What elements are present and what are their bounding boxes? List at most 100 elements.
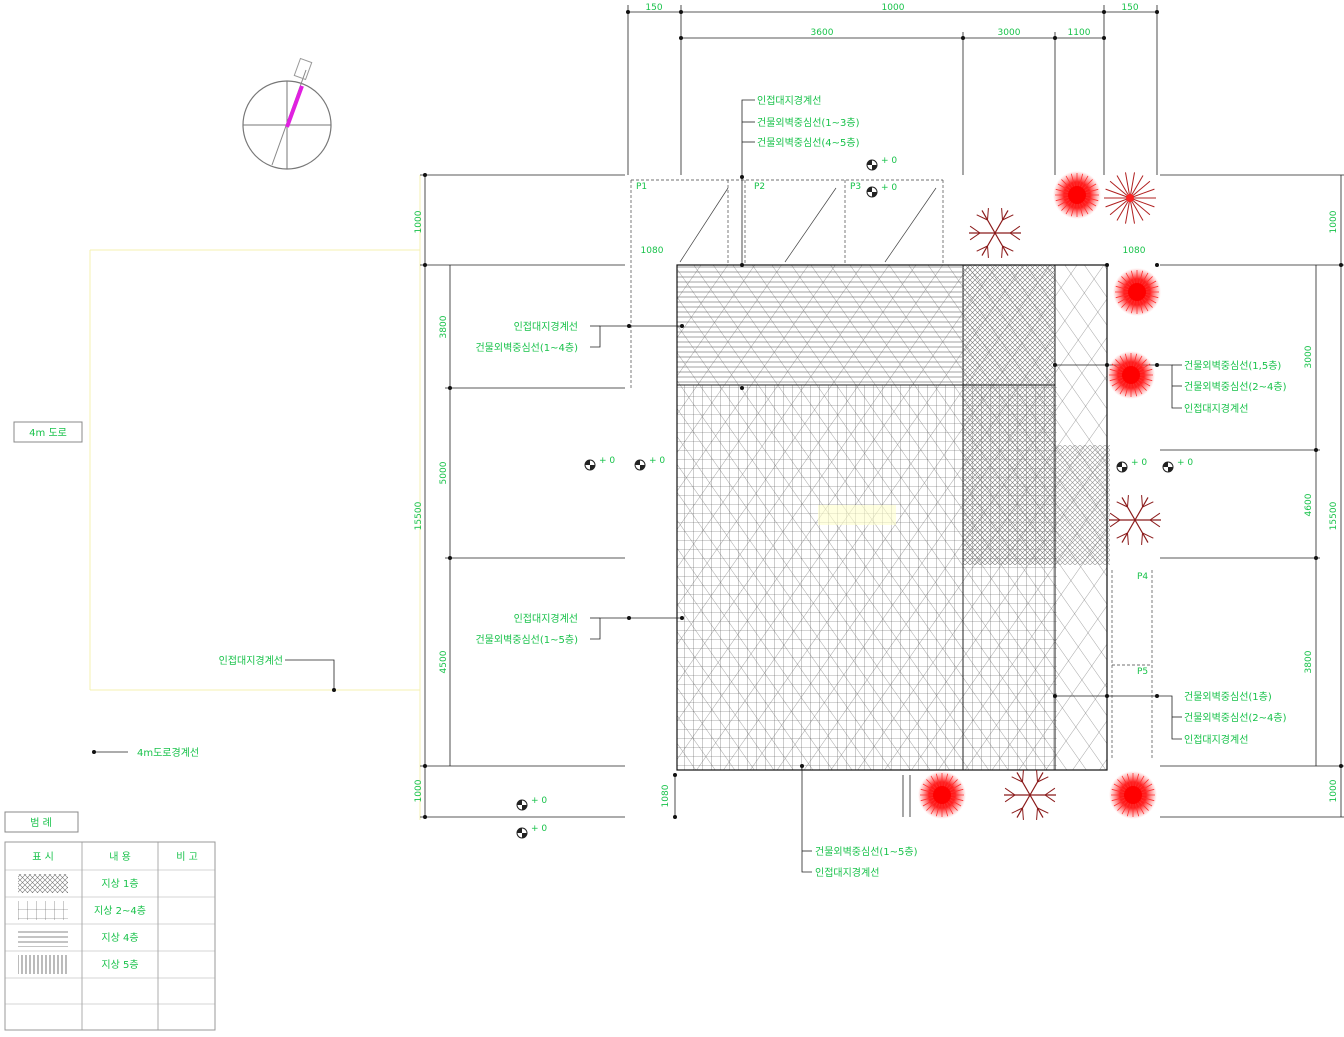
dim-top-mid: 1000 (882, 3, 905, 13)
setback-top-left: 1080 (641, 246, 664, 256)
level-marker-label: + 0 (599, 456, 615, 466)
legend-swatch-floor-1 (18, 874, 68, 893)
legend-swatch-floor-5 (18, 955, 68, 974)
legend-table (4, 841, 216, 1031)
level-marker-icon: + 0 (634, 456, 665, 471)
dim-sub-2: 3000 (998, 28, 1021, 38)
dim-left-3: 4500 (439, 650, 449, 673)
level-marker-label: + 0 (1131, 458, 1147, 468)
level-marker-icon: + 0 (1162, 458, 1193, 473)
callout-left-b-0: 인접대지경계선 (514, 612, 578, 625)
deciduous-tree-icon (1004, 770, 1056, 820)
legend: 범 례 표 시 내 용 비 고 지상 1층 지상 2~4층 지상 4층 지상 5… (4, 811, 216, 1031)
parking-area (630, 179, 1153, 760)
trees (918, 171, 1161, 820)
evergreen-tree-icon (1104, 172, 1156, 224)
parking-label-p5: P5 (1137, 667, 1148, 677)
callout-right-b-2: 인접대지경계선 (1184, 733, 1248, 746)
dim-left-1: 3800 (439, 315, 449, 338)
evergreen-tree-icon (918, 771, 966, 819)
callout-top-0: 인접대지경계선 (757, 94, 821, 107)
callout-right-a-0: 건물외벽중심선(1,5층) (1184, 360, 1281, 372)
evergreen-tree-icon (1107, 351, 1155, 399)
legend-title: 범 례 (30, 817, 52, 829)
callout-left-b-1: 건물외벽중심선(1~5층) (475, 634, 578, 646)
callout-labels: 인접대지경계선 건물외벽중심선(1~3층) 건물외벽중심선(4~5층) 인접대지… (137, 94, 1287, 879)
legend-header-mark: 표 시 (32, 851, 54, 863)
hatch-floor-4 (677, 265, 962, 385)
dim-right-1: 3000 (1304, 345, 1314, 368)
callout-right-a-1: 건물외벽중심선(2~4층) (1184, 381, 1287, 393)
dim-right-0: 1000 (1329, 210, 1339, 233)
road-label-box: 4m 도로 (13, 421, 83, 443)
legend-swatch-floor-2-4 (18, 901, 68, 920)
hatch-floor-1 (963, 265, 1055, 565)
dim-right-5: 1000 (1329, 779, 1339, 802)
level-markers: + 0 + 0 + 0 + 0 + 0 + 0 + 0 + 0 (516, 156, 1193, 839)
callout-left-a-0: 인접대지경계선 (514, 320, 578, 333)
level-marker-icon: + 0 (866, 183, 897, 198)
parking-labels: P1 P2 P3 P4 P5 (636, 182, 1148, 677)
evergreen-tree-icon (1053, 171, 1101, 219)
parking-label-p2: P2 (754, 182, 765, 192)
legend-header-content: 내 용 (109, 851, 131, 863)
callout-bottom-0: 건물외벽중심선(1~5층) (815, 846, 918, 858)
dim-left-5: 1000 (414, 779, 424, 802)
level-marker-icon: + 0 (1116, 458, 1147, 473)
level-marker-icon: + 0 (516, 796, 547, 811)
dim-left-4: 15500 (414, 501, 424, 530)
dimension-lines (420, 5, 1344, 818)
parking-label-p1: P1 (636, 182, 647, 192)
dim-right-3: 4600 (1304, 493, 1314, 516)
legend-row-content: 지상 4층 (101, 932, 138, 944)
level-marker-label: + 0 (881, 183, 897, 193)
legend-row-content: 지상 2~4층 (94, 905, 146, 917)
dim-right-4: 3800 (1304, 650, 1314, 673)
dim-sub-1: 3600 (811, 28, 834, 38)
parking-label-p3: P3 (850, 182, 861, 192)
parking-label-p4: P4 (1137, 572, 1148, 582)
dim-top-right: 150 (1121, 3, 1138, 13)
center-label-bg (818, 505, 896, 525)
evergreen-tree-icon (1109, 771, 1157, 819)
site-line-label-left: 인접대지경계선 (219, 654, 283, 667)
level-marker-label: + 0 (881, 156, 897, 166)
level-marker-icon: + 0 (866, 156, 897, 171)
faint-guide-lines (89, 175, 421, 820)
callout-left-a-1: 건물외벽중심선(1~4층) (475, 342, 578, 354)
dim-sub-3: 1100 (1068, 28, 1091, 38)
level-marker-icon: + 0 (516, 824, 547, 839)
building-footprint (676, 264, 1110, 771)
dim-right-2: 15500 (1329, 501, 1339, 530)
callout-right-b-0: 건물외벽중심선(1층) (1184, 691, 1272, 703)
callout-top-2: 건물외벽중심선(4~5층) (757, 137, 860, 149)
callout-right-a-2: 인접대지경계선 (1184, 402, 1248, 415)
legend-row-content: 지상 1층 (101, 878, 138, 890)
legend-swatch-floor-4 (18, 928, 68, 947)
deciduous-tree-icon (969, 208, 1021, 258)
north-arrow-icon (242, 57, 332, 170)
evergreen-tree-icon (1113, 268, 1161, 316)
dim-left-2: 5000 (439, 461, 449, 484)
callout-bottom-1: 인접대지경계선 (815, 866, 879, 879)
callout-right-b-1: 건물외벽중심선(2~4층) (1184, 712, 1287, 724)
setback-top-right: 1080 (1123, 246, 1146, 256)
legend-header-note: 비 고 (176, 851, 198, 863)
legend-row-content: 지상 5층 (101, 959, 138, 971)
setback-bottom: 1080 (661, 784, 671, 807)
dim-left-0: 1000 (414, 210, 424, 233)
road-label: 4m 도로 (29, 428, 67, 439)
level-marker-label: + 0 (649, 456, 665, 466)
level-marker-icon: + 0 (584, 456, 615, 471)
dimension-labels: 150 1000 150 3600 3000 1100 1000 3800 50… (414, 3, 1339, 807)
callout-dots (92, 10, 1343, 819)
dim-top-left: 150 (645, 3, 662, 13)
road-boundary-label: 4m도로경계선 (137, 746, 199, 759)
level-marker-label: + 0 (531, 824, 547, 834)
deciduous-tree-icon (1109, 495, 1161, 545)
level-marker-label: + 0 (531, 796, 547, 806)
level-marker-label: + 0 (1177, 458, 1193, 468)
callout-top-1: 건물외벽중심선(1~3층) (757, 117, 860, 129)
